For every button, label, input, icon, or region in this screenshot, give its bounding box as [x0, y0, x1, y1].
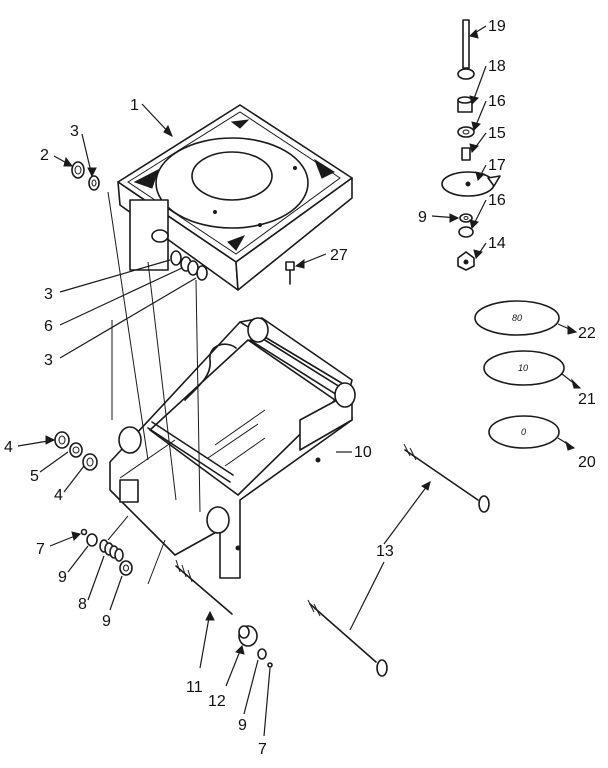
callout-11: 11: [186, 679, 203, 696]
callout-10: 10: [354, 444, 372, 461]
plate-21-marking: 10: [518, 363, 528, 373]
shaft-part-19: [457, 19, 475, 80]
callout-2: 2: [40, 147, 49, 164]
knob-part-12: [238, 625, 258, 647]
callout-3: 3: [70, 123, 79, 140]
bolt-part-13-lower: [307, 599, 388, 677]
washer-part-9-left: [86, 533, 98, 547]
washer-part-9-bottom: [257, 648, 267, 660]
callout-3: 3: [44, 286, 53, 303]
nut-part-14: [457, 251, 475, 271]
spring-part-8: [99, 539, 124, 562]
nut-part-4-bottom: [82, 453, 98, 471]
callout-18: 18: [488, 58, 506, 75]
sleeve-part-15: [461, 147, 471, 161]
callout-9: 9: [238, 717, 247, 734]
hardware-parts: [54, 161, 295, 668]
plate-22-marking: 80: [512, 313, 522, 323]
callout-27: 27: [330, 247, 348, 264]
scale-plate-part-22: 80: [474, 300, 560, 336]
arrowheads: [45, 29, 582, 655]
threaded-rod-part-11: [175, 559, 233, 615]
callout-1: 1: [130, 97, 139, 114]
pivot-assembly-stack: [441, 19, 501, 271]
callout-15: 15: [488, 125, 506, 142]
nut-part-4-top: [54, 431, 70, 449]
callout-numbers: 19 18 16 15 17 9 16 14 1 3 2 27 3 6 3 22…: [4, 18, 596, 758]
callout-21: 21: [578, 391, 596, 408]
callout-9: 9: [102, 613, 111, 630]
callout-16: 16: [488, 93, 506, 110]
bolt-part-13-upper: [403, 443, 490, 513]
callout-7: 7: [36, 541, 45, 558]
callout-8: 8: [78, 596, 87, 613]
callout-4: 4: [4, 439, 13, 456]
nut-part-2: [71, 161, 85, 179]
callout-5: 5: [30, 468, 39, 485]
washer-part-5: [69, 442, 83, 458]
screw-part-27: [285, 261, 295, 285]
callout-14: 14: [488, 235, 506, 252]
callout-13: 13: [376, 543, 394, 560]
washer-part-9-right: [119, 560, 133, 576]
pin-part-7-bottom: [267, 662, 273, 668]
assembly-guide-lines: [107, 191, 201, 585]
callout-20: 20: [578, 454, 596, 471]
lower-bracket-part-10: [109, 317, 356, 579]
top-plate-part-1: [117, 104, 353, 291]
scale-plate-part-20: 0: [488, 415, 560, 449]
pin-part-7-left: [80, 528, 88, 536]
callout-22: 22: [578, 325, 596, 342]
bushing-part-18: [457, 96, 473, 113]
callout-12: 12: [208, 693, 226, 710]
callout-9: 9: [58, 569, 67, 586]
indicator-disc-part-17: [441, 171, 501, 197]
leader-lines: [17, 25, 581, 737]
callout-7: 7: [258, 741, 267, 758]
spacer-part-16-top: [457, 126, 475, 138]
callout-16: 16: [488, 192, 506, 209]
callout-9: 9: [418, 209, 427, 226]
callout-19: 19: [488, 18, 506, 35]
spacer-part-16-bottom: [458, 226, 474, 238]
callout-17: 17: [488, 157, 506, 174]
plate-20-marking: 0: [521, 427, 526, 437]
callout-6: 6: [44, 318, 53, 335]
washer-part-9-right-stack: [459, 213, 473, 223]
callout-4: 4: [54, 487, 63, 504]
washer-part-3-top: [88, 175, 100, 191]
washer-spring-stack-parts-3-6: [170, 250, 208, 281]
scale-plate-part-21: 10: [483, 350, 565, 386]
callout-3: 3: [44, 352, 53, 369]
